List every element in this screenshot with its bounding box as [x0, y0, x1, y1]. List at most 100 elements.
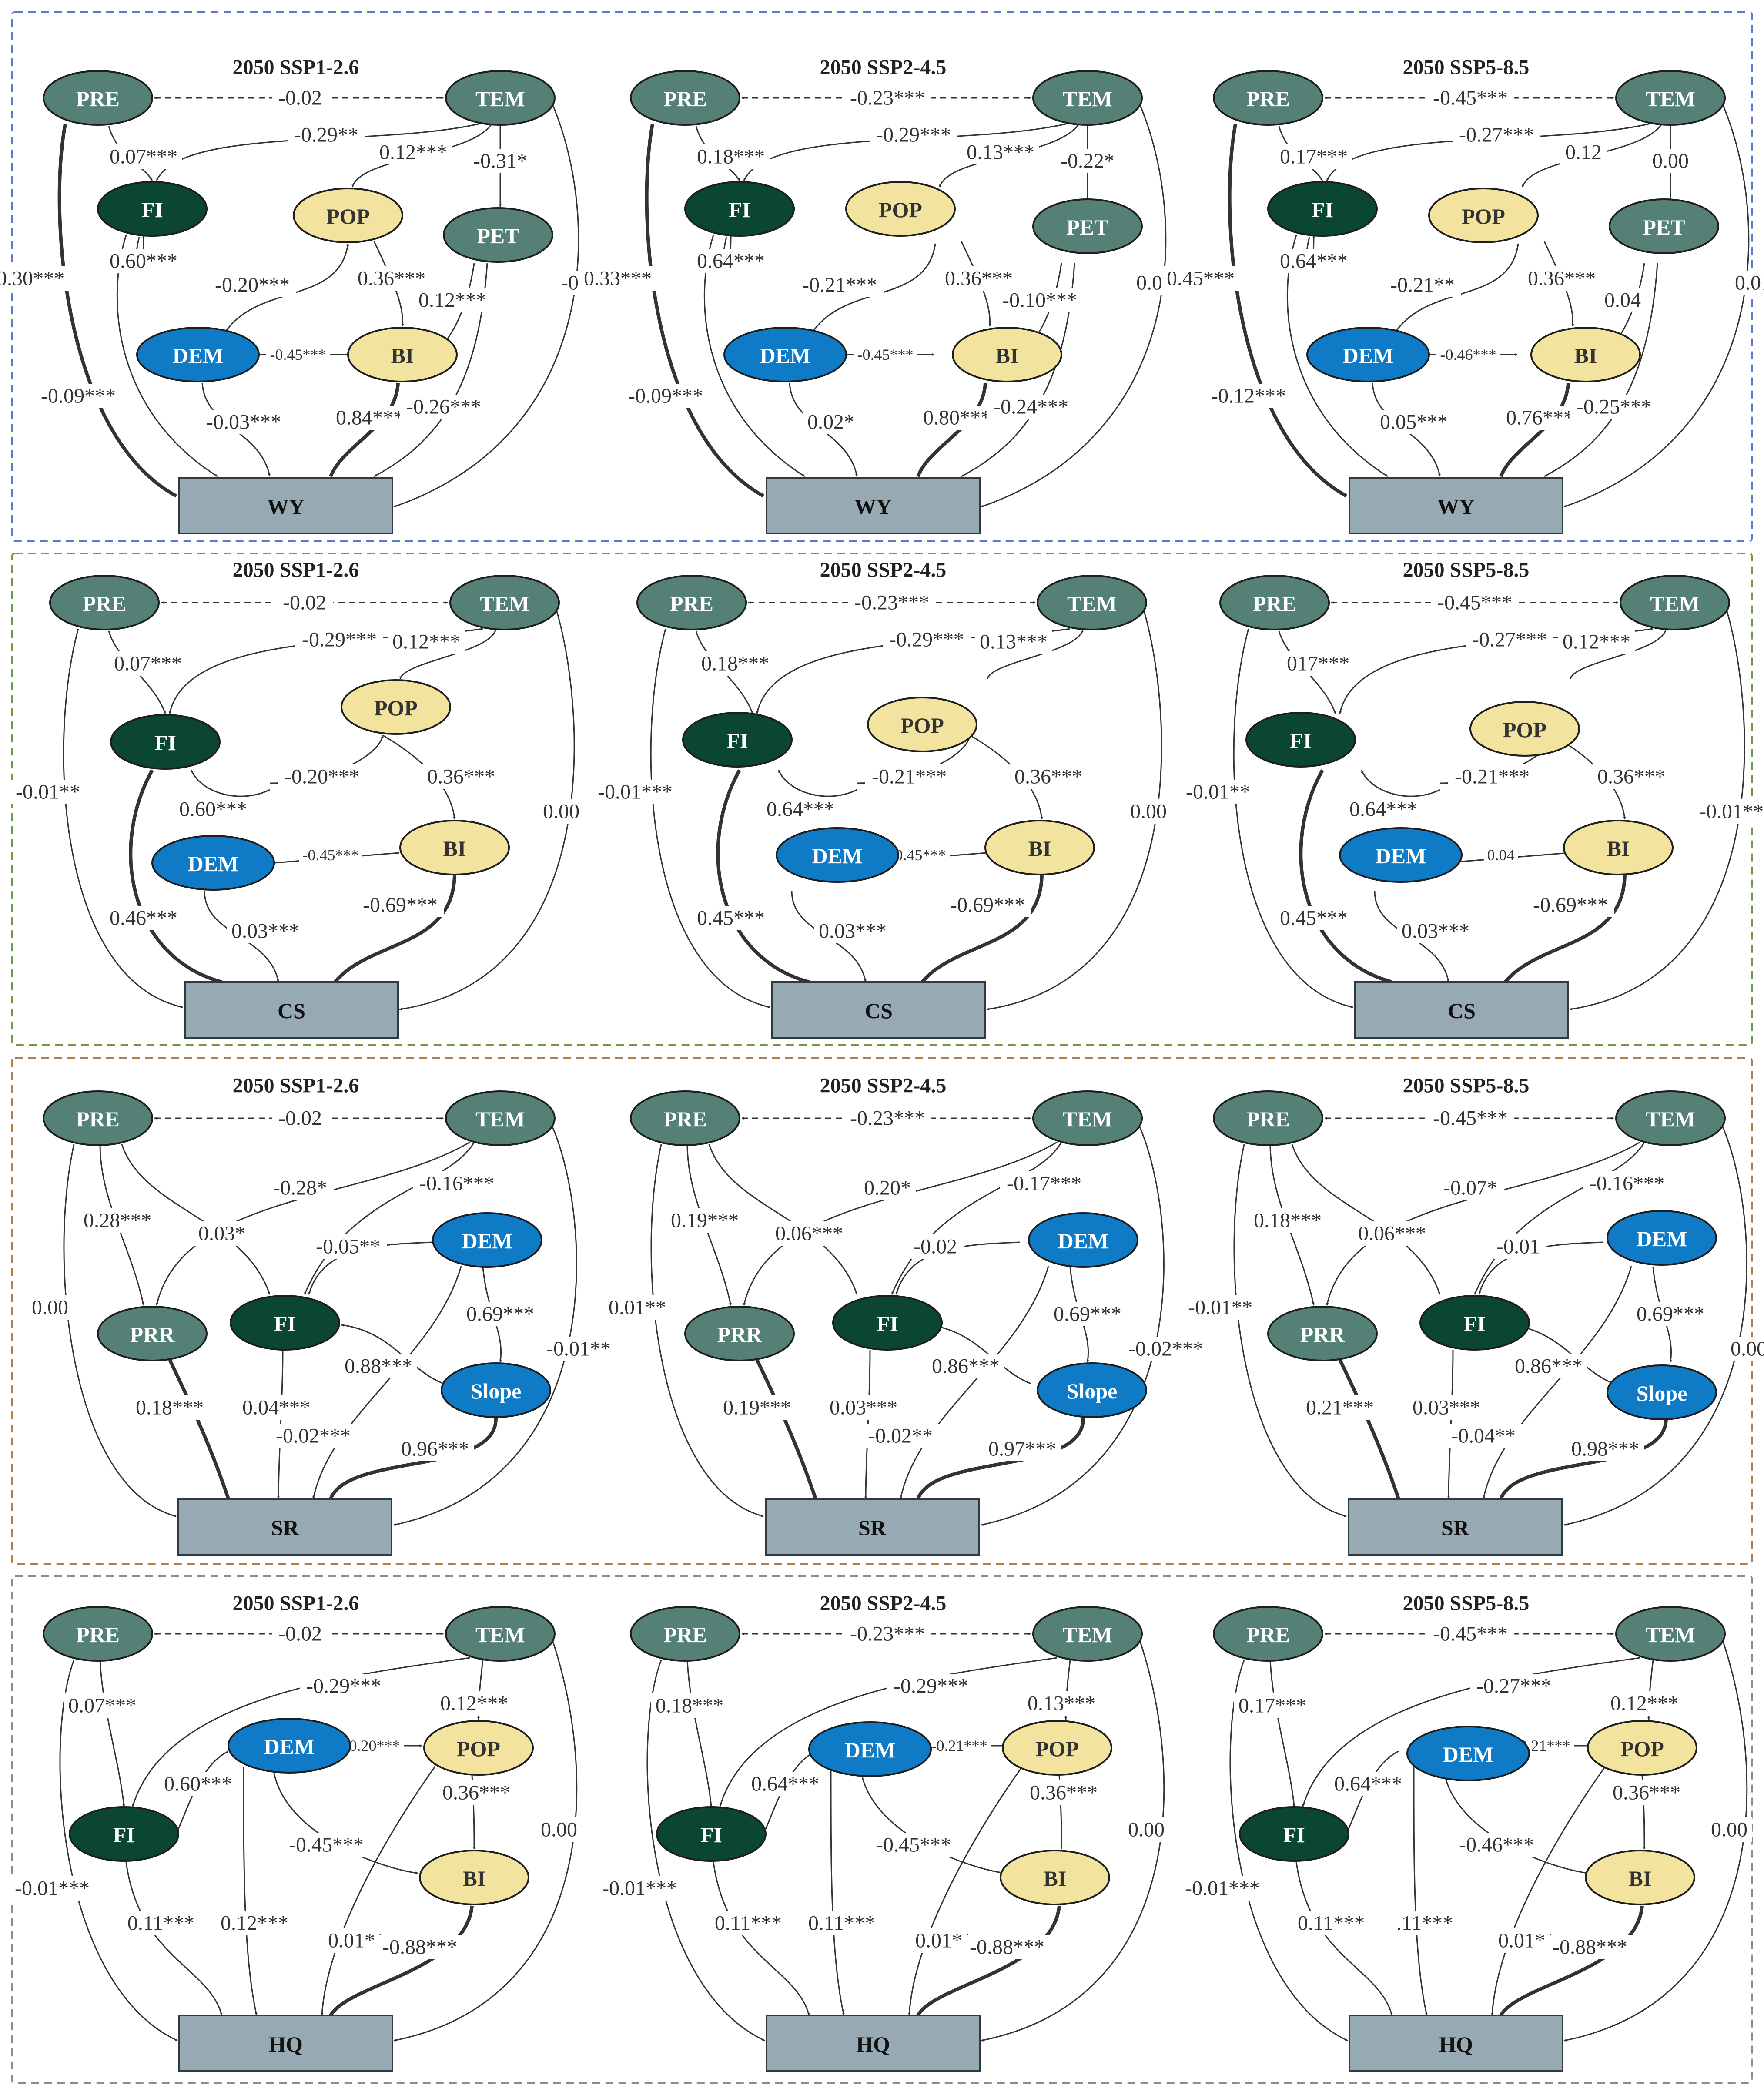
edge-label-pre_fi: 0.18***: [701, 652, 769, 675]
edge-slope_sr: [329, 1418, 498, 1500]
edge-pre_wy: [1228, 124, 1347, 498]
edge-label-pet_wy: -0.26***: [406, 396, 481, 419]
node-label: PRR: [717, 1322, 763, 1347]
node-dem: DEM: [723, 327, 847, 382]
node-label: TEM: [475, 1107, 525, 1131]
edge-fi_dem: [1361, 770, 1440, 797]
node-label: DEM: [264, 1734, 315, 1759]
edge-label-tem_pop: 0.12: [1565, 141, 1602, 164]
edge-label-bg: [865, 764, 953, 789]
edge-label-bg: [1205, 384, 1292, 408]
edge-dem_hq: [243, 1766, 258, 2016]
edge-label-pre_fi: 0.18***: [697, 145, 765, 168]
node-label: Slope: [471, 1379, 522, 1403]
node-ellipse: [1339, 827, 1463, 883]
edge-label-bg: [438, 1780, 515, 1805]
target-box: [1354, 981, 1569, 1039]
edge-label-pop_bi: 0.36***: [442, 1781, 510, 1804]
node-bi: BI: [419, 1850, 529, 1905]
edge-label-prr_sr: 0.19***: [723, 1396, 791, 1419]
edge-bi_cs: [920, 875, 1044, 983]
node-label: BI: [391, 343, 414, 368]
node-label: PRE: [1246, 1623, 1290, 1647]
node-ellipse: [1585, 1850, 1695, 1905]
node-ellipse: [1607, 1364, 1717, 1420]
edge-label-tem_fi: -0.17***: [1007, 1172, 1081, 1195]
node-label: TEM: [480, 591, 529, 616]
edge-label-dem_sr: -0.02**: [868, 1425, 933, 1448]
edge-label-pop_bi: 0.36***: [1528, 267, 1596, 290]
edge-label-bg: [462, 1302, 539, 1326]
edge-label-tem_prr: -0.07*: [1443, 1177, 1497, 1200]
edge-label-bg: [1453, 1833, 1540, 1857]
target-box: [178, 2015, 393, 2072]
edge-label-bg: [1546, 1935, 1634, 1959]
node-label: FI: [141, 198, 163, 222]
edge-label-bg: [27, 1295, 73, 1320]
node-label: TEM: [475, 87, 525, 111]
edge-label-bg: [340, 1354, 417, 1378]
node-label: PRE: [663, 1107, 707, 1131]
edge-label-bg: [1647, 149, 1694, 173]
edge-label-tem_fi: -0.16***: [1590, 1172, 1664, 1195]
edge-labels: -0.020.07***-0.29***0.12***-0.20***0.60*…: [8, 1622, 582, 1959]
panel-wy-2: 2050 SSP2-4.5-0.23***0.18***-0.29***0.13…: [579, 56, 1209, 534]
node-fi: FI: [110, 714, 221, 770]
node-label: BI: [1607, 836, 1630, 861]
edge-bi_wy: [329, 382, 400, 477]
edge-label-pre_sr: 0.01**: [609, 1296, 666, 1319]
node-pet: PET: [1032, 198, 1143, 254]
edge-label-pre_tem: -0.02: [283, 591, 326, 614]
edge-label-pre_cs: -0.01**: [16, 781, 80, 804]
panel-title: 2050 SSP2-4.5: [820, 1074, 947, 1097]
edge-pre_cs: [63, 628, 183, 1008]
edge-label-bg: [918, 406, 996, 430]
edge-label-bg: [388, 630, 465, 654]
node-label: TEM: [1646, 1107, 1695, 1131]
edge-label-pre_prr: 0.28***: [84, 1209, 151, 1232]
edge-label-bg: [1285, 651, 1352, 676]
node-fi: FI: [230, 1295, 340, 1351]
node-ellipse: [228, 1718, 351, 1774]
node-tem: TEM: [1037, 575, 1147, 630]
node-label: PRE: [1246, 87, 1290, 111]
edge-label-bg: [1275, 144, 1352, 169]
edge-label-bg: [538, 799, 584, 824]
edge-label-fi_cs: 0.45***: [1280, 907, 1348, 930]
node-label: FI: [1312, 198, 1333, 222]
node-ellipse: [1219, 575, 1330, 630]
node-tem: TEM: [1615, 70, 1726, 126]
node-fi: FI: [97, 181, 208, 237]
node-label: PRE: [670, 591, 713, 616]
node-dem: DEM: [1306, 327, 1430, 382]
edge-label-bg: [987, 395, 1075, 419]
edge-pop_hq: [1491, 1766, 1606, 2016]
edge-label-dem_bi: -0.45***: [270, 346, 326, 363]
edge-tem_hq: [393, 1640, 578, 2042]
node-fi: FI: [69, 1806, 179, 1862]
edge-label-tem_fi: -0.29***: [302, 628, 377, 651]
edge-dem_pop: [225, 243, 349, 331]
node-sr: SR: [177, 1498, 392, 1556]
edge-label-pre_prr: 0.18***: [1254, 1209, 1322, 1232]
edge-label-bg: [376, 1935, 464, 1959]
node-label: TEM: [1067, 591, 1117, 616]
edge-label-bg: [238, 1395, 315, 1420]
edge-label-pre_tem: -0.45***: [1433, 1107, 1508, 1130]
node-label: TEM: [1063, 87, 1112, 111]
node-ellipse: [656, 1806, 767, 1862]
edge-label-bg: [710, 1911, 787, 1935]
node-dem: DEM: [1339, 827, 1463, 883]
edge-label-bg: [1567, 1437, 1644, 1461]
edge-label-bg: [746, 1772, 824, 1796]
edge-label-bg: [1234, 1693, 1311, 1718]
edge-label-tem_pop: 0.12***: [440, 1692, 508, 1715]
row-frame-sr: [11, 1057, 1753, 1565]
edge-label-bg: [8, 1876, 96, 1901]
edge-pre_cs: [1233, 628, 1353, 1008]
edge-label-bg: [696, 651, 774, 676]
edge-label-bg: [596, 1876, 683, 1901]
